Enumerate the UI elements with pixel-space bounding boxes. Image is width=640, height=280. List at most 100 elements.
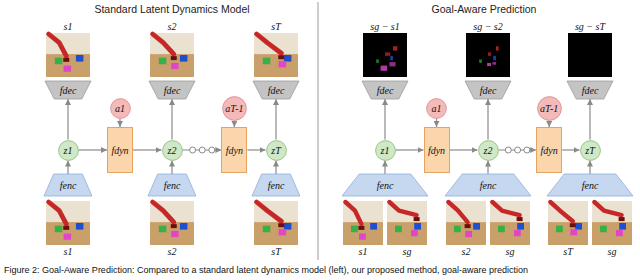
difference-blob [496,46,499,50]
scene-wall [150,201,194,245]
math-label: aT-1 [225,103,243,114]
blue-block [414,223,421,230]
difference-blob [488,52,491,56]
difference-blob [376,59,379,63]
decoder-trapezoid: fdec [45,81,91,99]
circle-fill [58,140,78,160]
difference-ground [363,33,407,77]
pink-block [514,230,521,236]
scene-wall [343,201,383,245]
math-label: fenc [582,180,599,191]
flow-arrow [171,99,172,140]
math-label: sg [608,246,617,257]
decoder-trapezoid: fdec [567,81,613,99]
trapezoid-fill [252,174,300,196]
trapezoid-fill [567,81,613,99]
robot-arm [448,202,467,222]
robot-arm [49,202,67,224]
robot-arm [345,202,361,224]
scene-image [254,33,298,77]
robot-arm [257,202,282,221]
flow-arrow [275,99,276,140]
scene-wall [150,33,194,77]
robot-gripper [465,224,471,228]
pink-block [171,63,178,69]
circle-fill [110,98,130,118]
flow-arrow [67,99,68,140]
robot-gripper [171,224,177,228]
robot-arm [257,34,282,53]
math-label: fdyn [226,145,243,156]
circle-fill [266,140,286,160]
trapezoid-fill [362,81,408,99]
scene-table [254,54,298,77]
scene-table [490,222,530,245]
trapezoid-fill [465,81,511,99]
difference-ground [568,33,612,77]
math-label: sT [271,246,280,257]
dynamics-box: fdyn [536,127,562,173]
green-block [395,226,402,233]
difference-blob [393,46,397,50]
encoder-trapezoid: fenc [547,174,633,196]
robot-gripper [63,226,69,230]
math-label: sg [403,246,412,257]
difference-blob [389,62,395,66]
math-label: s1 [64,21,73,32]
robot-arm [153,202,174,222]
flow-arrow [171,161,172,175]
blue-block [575,223,582,230]
scene-table [548,222,588,245]
scene-image [150,33,194,77]
action-circle: aT-1 [222,96,247,121]
flow-arrow [67,161,68,175]
green-block [600,226,607,233]
math-label: sg − s1 [370,21,400,32]
scene-table [150,54,194,77]
trapezoid-fill [342,174,428,196]
math-label: sg − sT [575,21,605,32]
pink-block [465,231,472,237]
scene-image [46,33,90,77]
decoder-trapezoid: fdec [149,81,195,99]
flow-arrow [384,99,385,140]
trapezoid-fill [44,174,92,196]
circle-fill [375,140,395,160]
flow-arrow [487,99,488,140]
math-label: sT [563,246,572,257]
robot-arm [389,202,416,215]
circle-fill [537,96,561,120]
green-block [498,226,505,233]
scene-wall [592,201,632,245]
math-label: zT [271,145,280,156]
math-label: fdec [164,85,181,96]
flow-arrow [436,119,437,128]
difference-blob [487,63,491,66]
panel-divider [318,2,319,260]
flow-arrow [589,99,590,140]
green-block [159,226,166,233]
scene-wall [46,33,90,77]
green-block [263,58,270,65]
robot-gripper [171,56,177,60]
blue-block [284,223,291,230]
green-block [263,226,270,233]
blue-block [619,223,626,230]
robot-gripper [278,55,284,59]
scene-table [343,222,383,245]
trapezoid-fill [547,174,633,196]
robot-arm [594,202,621,215]
image-frame: sT [254,33,298,77]
math-label: fenc [60,180,77,191]
flow-arrow [450,149,478,150]
green-block [55,58,62,65]
robot-gripper [63,58,69,62]
image-frame: s2 [150,201,194,245]
circle-fill [222,96,246,120]
blue-block [473,223,480,230]
math-label: fdec [60,85,77,96]
pink-block [64,234,71,240]
image-frame: sg − s2 [466,33,510,77]
image-frame: sT [548,201,588,245]
math-label: sg [506,246,515,257]
